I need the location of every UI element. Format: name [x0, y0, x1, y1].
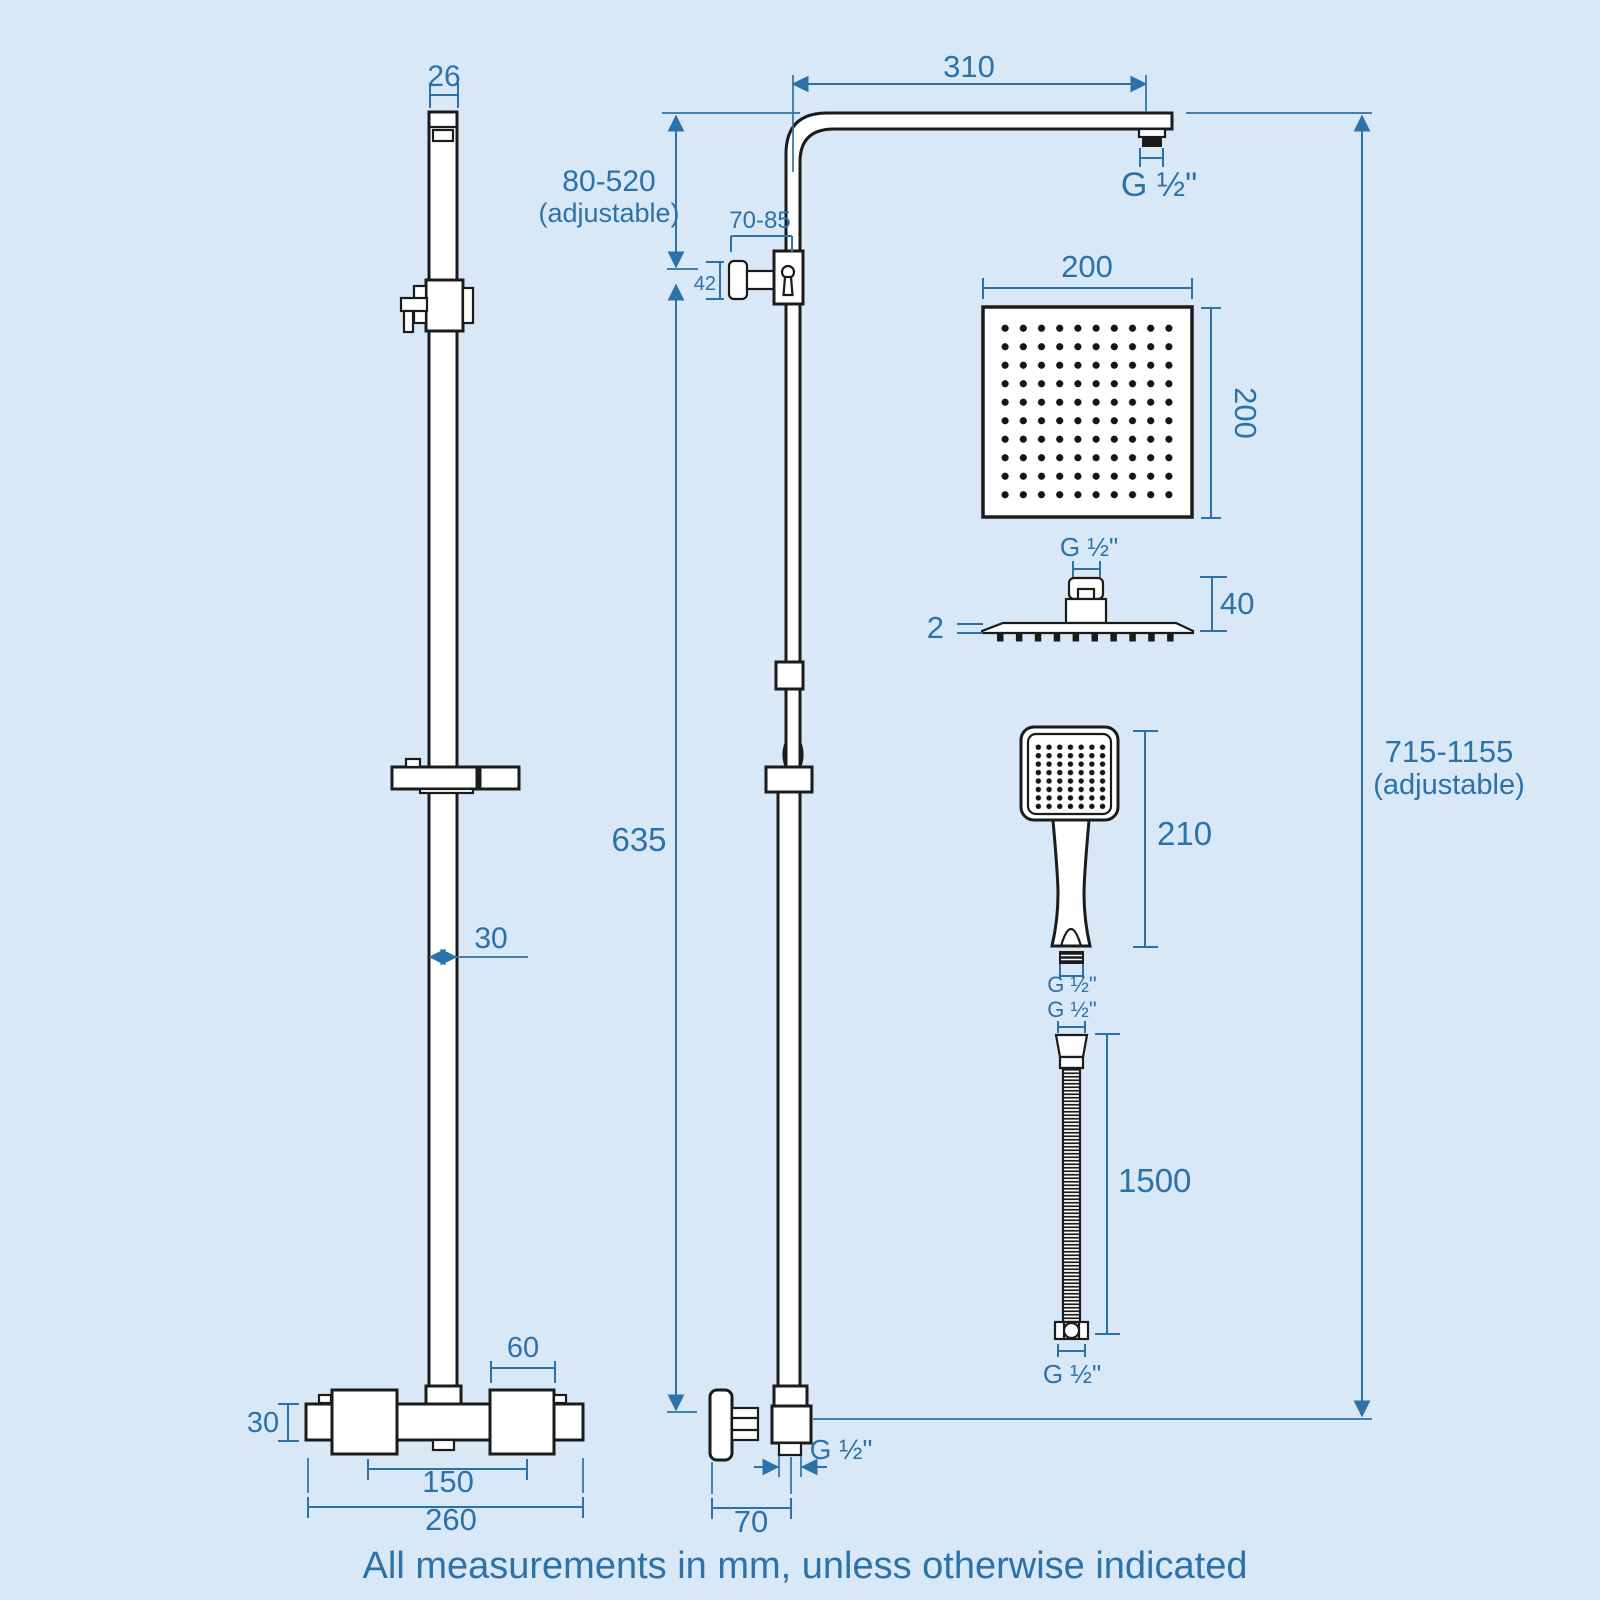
handset-view [1019, 725, 1120, 964]
head-connector-block [1064, 597, 1108, 625]
dim-label-arm-length: 310 [943, 49, 995, 84]
dim-label-column-length: 635 [611, 821, 666, 858]
valve-tab-left [317, 1393, 333, 1405]
hose-top-cone [1054, 1033, 1089, 1059]
arm-outlet-thread-nub [1142, 137, 1162, 147]
pipe-retainer-left [782, 741, 788, 768]
elbow-outlet [777, 1441, 803, 1457]
dim-label-hose-bottom-thread: G ½" [1043, 1359, 1101, 1389]
handset-holder-right [478, 765, 521, 791]
dim-label-plate-thickness: 2 [927, 610, 944, 645]
head-fitting-notch [1076, 587, 1096, 601]
handset-thread-fitting [1059, 951, 1084, 964]
dimension-lines [278, 75, 1372, 1519]
dim-label-height-range: 715-1155 [1385, 734, 1514, 769]
overhead-shower-face-view [981, 305, 1194, 519]
dim-label-rail-width: 30 [474, 922, 507, 955]
dim-label-drop-note: (adjustable) [538, 198, 679, 228]
nut-bore [1062, 1321, 1081, 1340]
hose-top-band [1058, 1055, 1085, 1070]
valve-handle-left [330, 1388, 399, 1456]
dim-label-rail-cap-width: 26 [427, 60, 460, 93]
dim-label-handset-length: 210 [1157, 815, 1212, 852]
dim-label-handset-thread: G ½" [1047, 972, 1096, 997]
holder-latch [404, 757, 422, 769]
elbow-knob [708, 1388, 734, 1462]
dim-label-valve-height: 30 [247, 1407, 279, 1439]
dim-label-arm-thread: G ½" [1121, 166, 1197, 204]
dim-label-hose-length: 1500 [1118, 1162, 1191, 1199]
dimension-labels: 26 310 G ½" 80-520 (adjustable) 70-85 42… [247, 49, 1525, 1539]
hose-view [1053, 1033, 1090, 1341]
head-side-plate [980, 621, 1195, 635]
dim-label-valve-width: 260 [425, 1502, 477, 1537]
rail-base-collar [424, 1384, 463, 1406]
handset-nozzle-grid [1033, 743, 1108, 811]
elbow-top-block [772, 1384, 809, 1408]
slide-rail-front-view [390, 110, 521, 1388]
dim-label-head-height: 200 [1228, 387, 1263, 439]
bracket-keyhole-slot [782, 275, 794, 297]
dim-label-head-width: 200 [1061, 249, 1113, 284]
column-lower-pipe [776, 790, 802, 1389]
dim-label-handle-width: 60 [507, 1332, 539, 1364]
elbow-body [770, 1404, 813, 1445]
valve-handle-right [488, 1388, 556, 1456]
overhead-shower-side-view [980, 576, 1195, 642]
handset-holder-left [390, 765, 479, 791]
handset-handle [1050, 818, 1092, 948]
bottom-wall-elbow [708, 1384, 813, 1462]
dim-label-elbow-thread: G ½" [810, 1434, 873, 1465]
slider-block [424, 278, 465, 333]
rail-cap-band [431, 128, 455, 143]
dim-label-hose-top-thread: G ½" [1047, 997, 1096, 1022]
pipe-collar-lower [764, 765, 814, 794]
bracket-arm [745, 269, 777, 291]
holder-lip [418, 787, 475, 795]
dim-label-head-depth: 40 [1220, 586, 1254, 621]
elbow-hex-arm [730, 1406, 760, 1442]
dim-label-head-thread: G ½" [1060, 532, 1118, 562]
dim-label-elbow-depth: 70 [734, 1504, 768, 1539]
slider-lever-grip [402, 309, 415, 334]
hose-flexible-body [1061, 1066, 1082, 1324]
pipe-collar-upper [774, 660, 805, 691]
bracket-knob [727, 259, 749, 301]
wall-bracket [727, 249, 805, 306]
thermostatic-bar-valve [304, 1384, 585, 1456]
valve-tab-right [552, 1393, 568, 1405]
arm-outlet-neck [1137, 127, 1167, 139]
dim-label-handle-centres: 150 [422, 1464, 474, 1499]
valve-bottom-outlet [431, 1438, 456, 1452]
footer-note: All measurements in mm, unless otherwise… [363, 1545, 1248, 1587]
dim-label-height-note: (adjustable) [1373, 769, 1525, 801]
dim-label-bracket-reach: 70-85 [729, 207, 790, 234]
pipe-retainer-right [798, 741, 804, 768]
head-nozzle-grid [996, 319, 1178, 504]
dim-label-drop-range: 80-520 [562, 165, 655, 198]
slider-lever-arm [399, 296, 429, 313]
slider-right-plate [461, 286, 475, 325]
handset-handle-arch [1059, 927, 1083, 947]
dim-label-bracket-height: 42 [694, 273, 716, 295]
